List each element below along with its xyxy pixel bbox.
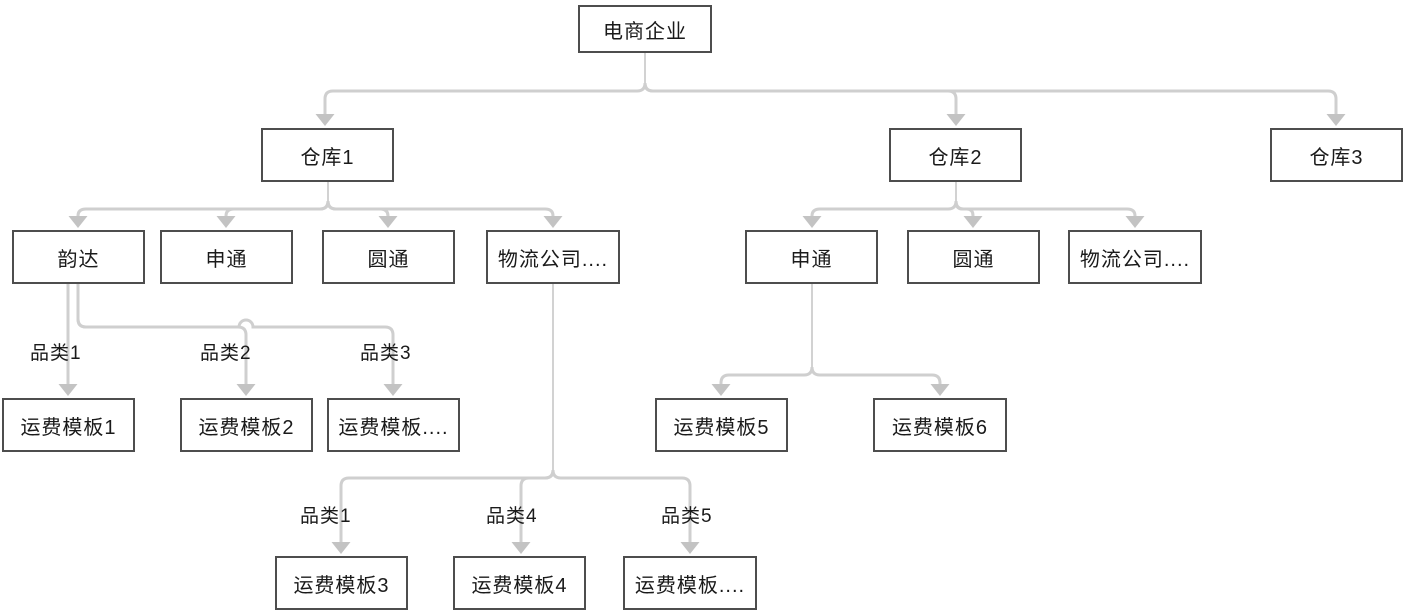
connector-shentong2-tpl6 [810, 366, 942, 384]
node-yuantong-wh2: 圆通 [907, 230, 1040, 284]
connector-yunda-tpl2 [76, 284, 248, 384]
node-yunda: 韵达 [12, 230, 145, 284]
connector-root-wh3 [643, 82, 1338, 114]
node-yuantong-wh1: 圆通 [322, 230, 455, 284]
arrowhead-logistics2 [1125, 216, 1145, 228]
edge-label-category-2: 品类2 [200, 343, 252, 364]
edge-label-category-1a: 品类1 [30, 343, 82, 364]
arrowhead-tpl4 [511, 542, 531, 554]
node-freight-template-etc-2: 运费模板.... [623, 556, 757, 610]
connector-root-wh1 [323, 82, 647, 114]
arrowhead-shentong1 [216, 216, 236, 228]
arrowhead-tpl3 [331, 542, 351, 554]
arrowhead-tpl5 [711, 384, 731, 396]
connector-yunda-tplx1 [76, 284, 395, 384]
edge-label-category-3: 品类3 [360, 343, 412, 364]
connector-root-wh2 [643, 82, 958, 114]
edge-label-category-1b: 品类1 [300, 506, 352, 527]
node-freight-template-5: 运费模板5 [655, 398, 788, 452]
arrowhead-yuantong2 [963, 216, 983, 228]
arrowhead-tplx2 [680, 542, 700, 554]
arrowhead-tplx1 [383, 384, 403, 396]
connector-shentong2-tpl5 [719, 366, 814, 384]
node-shentong-wh2: 申通 [745, 230, 878, 284]
arrowhead-yuantong1 [378, 216, 398, 228]
node-freight-template-3: 运费模板3 [275, 556, 408, 610]
arrowhead-wh2 [946, 114, 966, 126]
node-freight-template-1: 运费模板1 [2, 398, 135, 452]
connector-logistics1-tpl4 [519, 469, 555, 542]
arrowhead-shentong2 [802, 216, 822, 228]
arrowhead-tpl2 [236, 384, 256, 396]
connector-wh2-logistics2 [954, 200, 1137, 217]
arrowhead-tpl6 [930, 384, 950, 396]
connector-wh1-logistics1 [326, 200, 555, 217]
arrowhead-wh1 [315, 114, 335, 126]
edge-label-category-5: 品类5 [661, 506, 713, 527]
arrowhead-yunda [68, 216, 88, 228]
node-shentong-wh1: 申通 [160, 230, 293, 284]
connector-logistics1-tplx2 [551, 469, 692, 542]
node-freight-template-6: 运费模板6 [873, 398, 1007, 452]
edge-label-category-4: 品类4 [486, 506, 538, 527]
node-freight-template-2: 运费模板2 [180, 398, 313, 452]
arrowhead-logistics1 [543, 216, 563, 228]
arrowhead-tpl1 [58, 384, 78, 396]
node-freight-template-4: 运费模板4 [453, 556, 586, 610]
arrowhead-wh3 [1326, 114, 1346, 126]
connector-wh1-shentong1 [224, 200, 330, 217]
node-freight-template-etc-1: 运费模板.... [327, 398, 460, 452]
connector-wh2-shentong2 [810, 200, 958, 217]
node-logistics-company-wh1: 物流公司.... [486, 230, 620, 284]
node-logistics-company-wh2: 物流公司.... [1068, 230, 1202, 284]
node-warehouse-1: 仓库1 [261, 128, 394, 182]
node-warehouse-3: 仓库3 [1270, 128, 1403, 182]
node-ecommerce-enterprise: 电商企业 [578, 5, 712, 53]
node-warehouse-2: 仓库2 [889, 128, 1022, 182]
